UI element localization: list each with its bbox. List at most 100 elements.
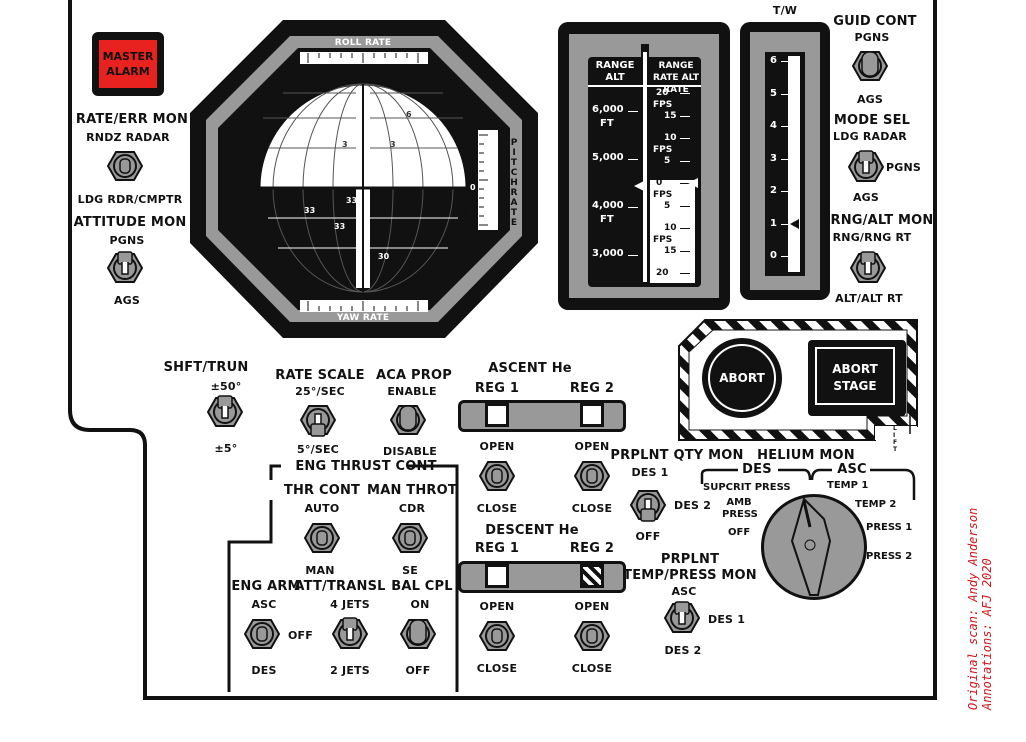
fdai-yaw-rate-label: YAW RATE	[336, 313, 390, 323]
fdai-ball-label-4: 30	[378, 252, 390, 261]
thr-cont-down: MAN	[305, 564, 335, 577]
helium-mon-title: HELIUM MON	[757, 448, 855, 463]
shft-trun-toggle[interactable]	[206, 392, 244, 432]
rate-scale-toggle[interactable]	[299, 400, 337, 440]
tw-tick-label: 1	[770, 217, 777, 229]
prplnt-qty-mon-right: DES 2	[674, 499, 712, 512]
rate-tick	[680, 183, 690, 184]
rng-alt-mon-up: RNG/RNG RT	[832, 231, 912, 244]
fdai-ball-label-5: 3	[342, 140, 348, 149]
shft-trun-down: ±5°	[214, 442, 238, 455]
tw-tick	[781, 223, 789, 225]
rate-scale-down: 5°/SEC	[297, 443, 339, 456]
descent-reg1-flag	[485, 564, 509, 588]
aca-prop-title: ACA PROP	[376, 368, 452, 383]
descent-reg1-toggle[interactable]	[478, 616, 516, 656]
descent-reg2-label: REG 2	[569, 541, 615, 556]
alt-ft-label: FT	[600, 118, 614, 129]
descent-reg2-toggle[interactable]	[573, 616, 611, 656]
prplnt-temp-toggle[interactable]	[663, 598, 701, 638]
rate-tick-label: 20	[656, 268, 669, 278]
mode-sel-down: AGS	[852, 191, 880, 204]
tape-meter	[558, 22, 730, 310]
lift-label: LIFT	[893, 425, 898, 453]
descent-reg2-flag	[580, 564, 604, 588]
rng-alt-mon-title: RNG/ALT MON	[830, 213, 934, 228]
attitude-mon-toggle[interactable]	[106, 248, 144, 288]
bal-cpl-title: BAL CPL	[391, 579, 453, 594]
rate-tick	[680, 273, 690, 274]
mode-sel-right: PGNS	[886, 161, 922, 174]
prplnt-qty-mon-toggle[interactable]	[629, 485, 667, 525]
aca-prop-toggle[interactable]	[389, 400, 427, 440]
alt-tick-label: 5,000	[592, 152, 624, 163]
eng-arm-down: DES	[251, 664, 277, 677]
man-throt-toggle[interactable]	[391, 518, 429, 558]
prplnt-temp-title-1: PRPLNT	[660, 552, 720, 567]
guid-cont-title: GUID CONT	[833, 14, 917, 29]
mode-sel-up: LDG RADAR	[833, 130, 907, 143]
helium-pos-temp-1: TEMP 1	[827, 480, 869, 491]
helium-mon-rotary-switch[interactable]	[761, 494, 867, 600]
tw-title: T/W	[772, 4, 798, 17]
tw-tick	[781, 61, 789, 62]
ascent-reg2-open: OPEN	[574, 440, 610, 453]
ascent-reg1-close: CLOSE	[476, 502, 518, 515]
prplnt-qty-mon-title: PRPLNT QTY MON	[610, 448, 744, 463]
tw-tick-label: 0	[770, 250, 777, 261]
fdai-ball-label-2: 33	[304, 206, 316, 215]
rate-fps-label: FPS	[653, 99, 673, 110]
bal-cpl-toggle[interactable]	[399, 614, 437, 654]
tw-tick-label: 5	[770, 87, 777, 99]
helium-mon-asc-label: ASC	[837, 462, 867, 477]
master-alarm-button[interactable]: MASTER ALARM	[92, 32, 164, 96]
range-rate-label: RANGE RATE ALT RATE	[653, 61, 699, 95]
helium-pos-amb-press: AMB PRESS	[722, 497, 758, 520]
rate-tick-label: 15	[664, 245, 677, 256]
ascent-reg2-toggle[interactable]	[573, 456, 611, 496]
fdai-ball-label-6: 3	[390, 140, 396, 149]
fdai-pitch-rate-label: PITCH RATE	[510, 138, 518, 228]
rate-tick	[680, 205, 690, 207]
ascent-reg1-label: REG 1	[474, 381, 520, 396]
att-transl-toggle[interactable]	[331, 614, 369, 654]
rate-tick	[680, 138, 690, 139]
abort-stage-label-2: STAGE	[833, 379, 877, 393]
rng-alt-mon-toggle[interactable]	[849, 248, 887, 288]
helium-pos-press-2: PRESS 2	[866, 551, 913, 562]
man-throt-title: MAN THROT	[367, 483, 457, 498]
eng-arm-right: OFF	[288, 629, 313, 642]
eng-thrust-bracket	[227, 464, 459, 692]
rate-fps-label: FPS	[653, 234, 673, 245]
prplnt-temp-down: DES 2	[664, 644, 702, 657]
man-throt-down: SE	[402, 564, 418, 577]
guid-cont-down: AGS	[856, 93, 884, 106]
helium-mon-des-label: DES	[742, 462, 772, 477]
ascent-reg1-toggle[interactable]	[478, 456, 516, 496]
bal-cpl-up: ON	[410, 598, 430, 611]
abort-button[interactable]: ABORT	[702, 338, 782, 418]
fdai-8-ball	[190, 20, 538, 338]
mode-sel-toggle[interactable]	[847, 147, 885, 187]
prplnt-qty-mon-up: DES 1	[631, 466, 669, 479]
guid-cont-toggle[interactable]	[851, 46, 889, 86]
thr-cont-toggle[interactable]	[303, 518, 341, 558]
ascent-he-title: ASCENT He	[488, 361, 572, 376]
rate-err-mon-toggle[interactable]	[106, 146, 144, 186]
rate-err-mon-title: RATE/ERR MON	[75, 112, 189, 127]
ascent-reg1-flag	[485, 403, 509, 427]
rate-tick	[680, 160, 690, 162]
rate-tick-label: 5	[664, 155, 671, 166]
abort-stage-button[interactable]: ABORT STAGE	[808, 340, 906, 416]
helium-pos-press-1: PRESS 1	[866, 522, 913, 533]
descent-reg1-open: OPEN	[479, 600, 515, 613]
tw-tick-label: 6	[770, 55, 777, 66]
bal-cpl-down: OFF	[405, 664, 431, 677]
rate-tick-label: 20	[656, 88, 669, 98]
rate-tick-label: 10	[664, 133, 677, 143]
rate-pointer	[688, 178, 698, 188]
descent-reg1-label: REG 1	[474, 541, 520, 556]
eng-arm-toggle[interactable]	[243, 614, 281, 654]
